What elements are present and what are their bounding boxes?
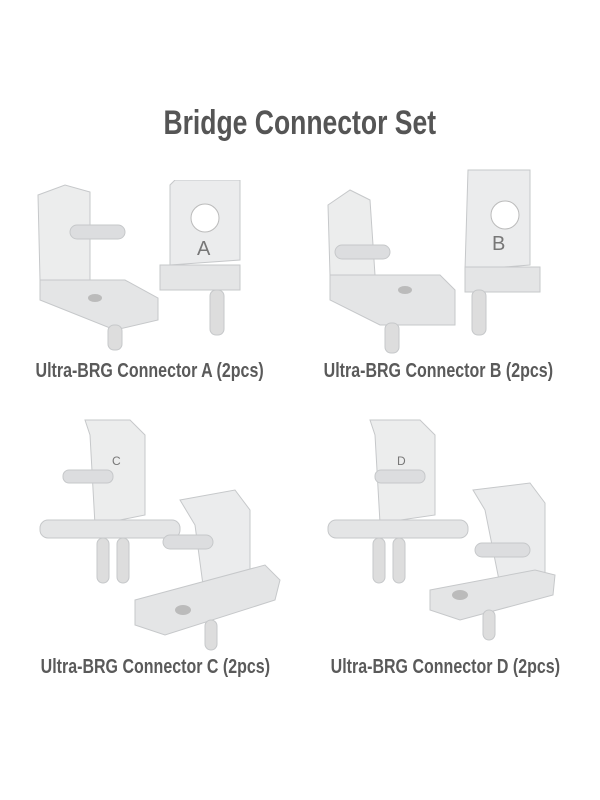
connector-d-image: D xyxy=(327,419,556,641)
connector-a-caption: Ultra-BRG Connector A (2pcs) xyxy=(35,360,265,382)
connector-c-letter: C xyxy=(112,454,121,468)
connector-b-image: B xyxy=(327,169,541,354)
connector-d-caption: Ultra-BRG Connector D (2pcs) xyxy=(330,656,560,678)
connector-b-caption: Ultra-BRG Connector B (2pcs) xyxy=(323,360,553,382)
connector-a-image: A xyxy=(37,180,241,351)
connector-c-caption: Ultra-BRG Connector C (2pcs) xyxy=(40,656,270,678)
connector-b-letter: B xyxy=(492,233,505,255)
connector-a-letter: A xyxy=(197,238,211,260)
connector-c-image: C xyxy=(39,419,281,651)
connector-d-letter: D xyxy=(397,454,406,468)
page-title: Bridge Connector Set xyxy=(163,104,437,142)
